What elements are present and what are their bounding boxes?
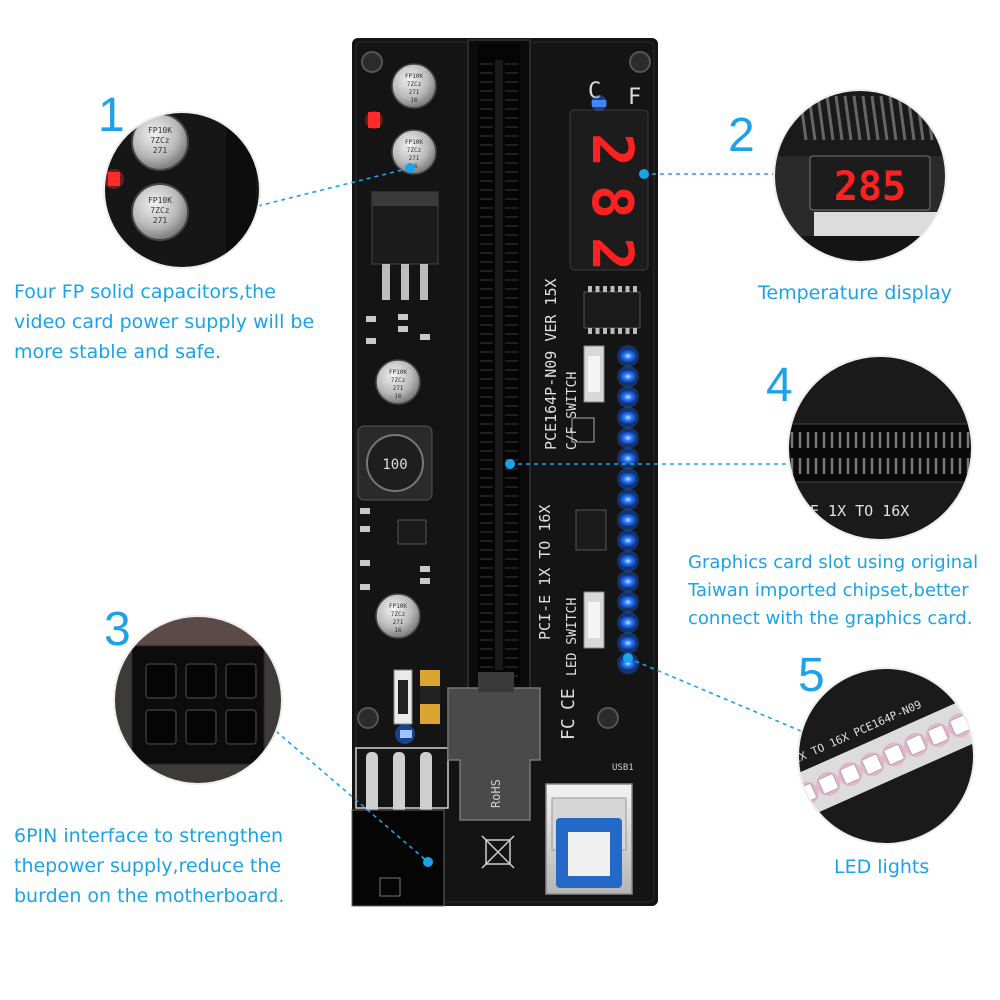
red-led [368, 112, 380, 128]
blue-led [617, 365, 639, 388]
callout-4-number: 4 [766, 359, 793, 412]
cf-switch-button [583, 345, 605, 403]
svg-text:2: 2 [579, 133, 644, 167]
svg-text:PCE164P-N09 VER 15X: PCE164P-N09 VER 15X [542, 278, 560, 450]
svg-text:100: 100 [382, 457, 407, 473]
callout-1-number: 1 [98, 89, 125, 142]
svg-text:7ZCz: 7ZCz [407, 81, 422, 88]
svg-text:7ZCz: 7ZCz [391, 611, 406, 618]
svg-text:USB1: USB1 [612, 763, 634, 773]
blue-led [617, 427, 639, 449]
solid-capacitor: FP10K 7ZCz 271 16 [375, 359, 421, 405]
svg-text:271: 271 [409, 155, 420, 162]
svg-text:PCI-E 1X TO 16X: PCI-E 1X TO 16X [536, 505, 554, 640]
blue-led [617, 488, 639, 511]
leader-lines [257, 167, 809, 863]
blue-led [617, 632, 639, 654]
usb-port [545, 783, 633, 895]
callout-4-line-1: Graphics card slot using original [688, 552, 979, 573]
svg-text:16: 16 [394, 393, 402, 400]
callout-5-line-1: LED lights [834, 856, 930, 878]
callout-1-line-3: more stable and safe. [14, 341, 222, 363]
callout-1-line-1: Four FP solid capacitors,the [14, 281, 276, 303]
svg-text:FP10K: FP10K [405, 139, 423, 146]
svg-text:271: 271 [153, 216, 168, 225]
led-strip [617, 345, 639, 675]
svg-text:285: 285 [834, 164, 906, 210]
svg-text:FP10K: FP10K [389, 603, 407, 610]
callout-3-line-3: burden on the motherboard. [14, 885, 285, 907]
svg-text:16: 16 [394, 627, 402, 634]
svg-text:7ZCz: 7ZCz [407, 147, 422, 154]
svg-text:271: 271 [153, 146, 168, 155]
svg-text:FP10K: FP10K [148, 126, 172, 135]
svg-text:16: 16 [410, 97, 418, 104]
solid-capacitor: FP10K 7ZCz 271 16 [391, 63, 437, 109]
callout-4-line-2: Taiwan imported chipset,better [688, 580, 969, 601]
blue-led [617, 345, 639, 367]
callout-2-number: 2 [728, 109, 755, 162]
zoom-capacitors: FP10K 7ZCz 271 FP10K 7ZCz 271 [104, 112, 260, 268]
svg-text:FP10K: FP10K [405, 73, 423, 80]
svg-text:FP10K: FP10K [148, 196, 172, 205]
blue-led [617, 550, 639, 572]
svg-text:271: 271 [409, 89, 420, 96]
svg-text:F: F [628, 85, 641, 110]
chip [583, 286, 641, 334]
zoom-slot: E 1X TO 16X [788, 356, 972, 540]
inductor: 100 [357, 425, 433, 501]
temperature-display: 2 8 2 [569, 109, 649, 271]
svg-text:RoHS: RoHS [489, 779, 503, 808]
blue-led [617, 509, 639, 531]
svg-text:7ZCz: 7ZCz [150, 206, 169, 215]
svg-text:C: C [588, 79, 601, 104]
callout-2-line-1: Temperature display [758, 282, 952, 304]
callout-3-line-2: thepower supply,reduce the [14, 855, 282, 877]
blue-led [617, 591, 639, 613]
svg-text:7ZCz: 7ZCz [150, 136, 169, 145]
svg-text:FC: FC [558, 718, 579, 740]
zoom-6pin [114, 616, 282, 784]
svg-text:271: 271 [393, 619, 404, 626]
svg-text:LED SWITCH: LED SWITCH [565, 598, 580, 676]
weee-icon [481, 835, 515, 869]
voltage-regulator [371, 191, 439, 300]
callout-3-number: 3 [104, 603, 131, 656]
solid-capacitor: FP10K 7ZCz 271 16 [375, 593, 421, 639]
callout-3-line-1: 6PIN interface to strengthen [14, 825, 284, 847]
svg-text:FP10K: FP10K [389, 369, 407, 376]
led-switch-button [583, 591, 605, 649]
blue-led [617, 611, 639, 634]
blue-led [617, 570, 639, 593]
svg-text:CE: CE [558, 688, 579, 710]
blue-led [617, 386, 639, 408]
svg-text:E 1X TO 16X: E 1X TO 16X [810, 502, 909, 520]
svg-text:8: 8 [579, 185, 644, 219]
pcie-x16-slot [467, 39, 531, 691]
pcie-x1-connector [447, 672, 541, 821]
callout-1-line-2: video card power supply will be [14, 311, 315, 333]
mounting-holes [357, 51, 651, 729]
callout-5-number: 5 [798, 649, 825, 702]
blue-led [617, 406, 639, 429]
blue-led [617, 529, 639, 552]
svg-text:C/F SWITCH: C/F SWITCH [565, 372, 580, 450]
blue-led [617, 468, 639, 490]
zoom-temperature: 285 [774, 90, 946, 262]
callout-4-line-3: connect with the graphics card. [688, 608, 973, 629]
svg-text:271: 271 [393, 385, 404, 392]
blue-led [617, 447, 639, 470]
svg-text:7ZCz: 7ZCz [391, 377, 406, 384]
svg-text:2: 2 [579, 237, 644, 271]
